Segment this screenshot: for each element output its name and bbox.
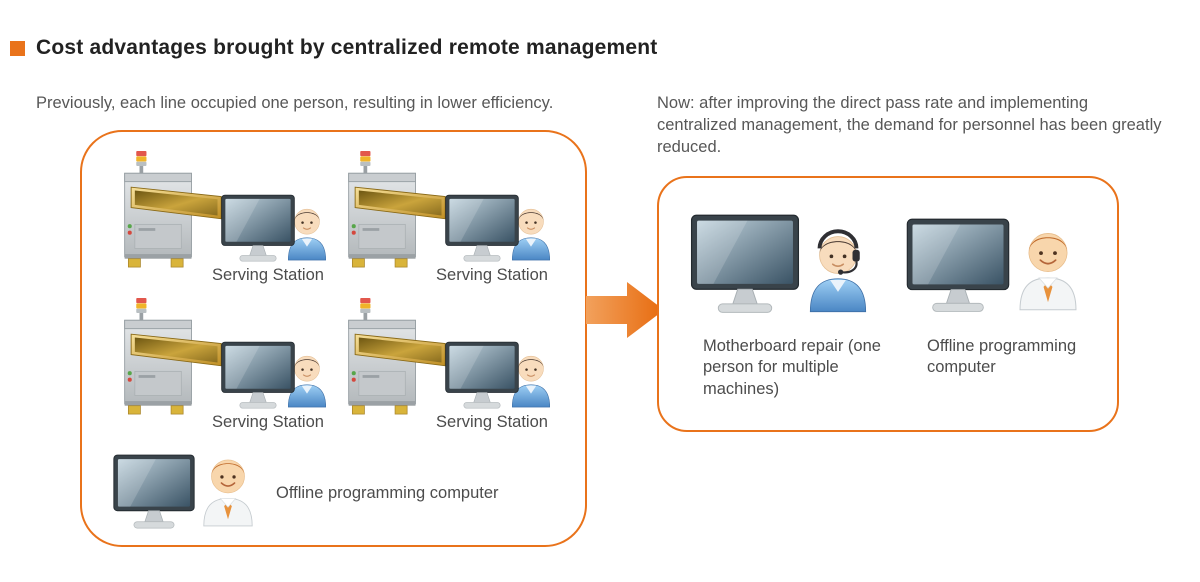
aoi-machine-icon xyxy=(120,297,224,416)
title-bullet-square-icon xyxy=(10,41,25,56)
aoi-machine-icon xyxy=(344,297,448,416)
station-group-3: Serving Station xyxy=(120,297,365,442)
monitor-icon xyxy=(689,214,801,316)
station-label: Serving Station xyxy=(212,413,324,431)
monitor-icon xyxy=(905,218,1011,315)
monitor-icon xyxy=(112,454,196,531)
station-group-2: Serving Station xyxy=(344,150,589,295)
station-group-1: Serving Station xyxy=(120,150,365,295)
offline-programming-after-label: Offline programming computer xyxy=(927,337,1077,377)
aoi-machine-icon xyxy=(120,150,224,269)
before-description: Previously, each line occupied one perso… xyxy=(36,94,554,112)
page-title: Cost advantages brought by centralized r… xyxy=(36,36,658,59)
after-description: Now: after improving the direct pass rat… xyxy=(657,94,1162,157)
programmer-person-icon xyxy=(1011,222,1085,311)
aoi-machine-icon xyxy=(344,150,448,269)
motherboard-repair-group xyxy=(689,214,909,324)
station-label: Serving Station xyxy=(212,266,324,284)
motherboard-repair-label: Motherboard repair (one person for multi… xyxy=(703,337,881,398)
programmer-person-icon xyxy=(196,450,260,527)
station-group-4: Serving Station xyxy=(344,297,589,442)
after-panel: Motherboard repair (one person for multi… xyxy=(657,176,1119,432)
offline-programming-after-group xyxy=(905,218,1115,324)
station-label: Serving Station xyxy=(436,413,548,431)
headset-operator-icon xyxy=(801,226,875,313)
monitor-icon xyxy=(444,194,520,264)
monitor-icon xyxy=(444,341,520,411)
offline-computer-label: Offline programming computer xyxy=(276,484,499,502)
before-panel: Serving Station Serving Station Serving … xyxy=(80,130,587,547)
monitor-icon xyxy=(220,341,296,411)
page-header: Cost advantages brought by centralized r… xyxy=(10,36,658,60)
monitor-icon xyxy=(220,194,296,264)
right-arrow-icon xyxy=(586,282,664,338)
station-label: Serving Station xyxy=(436,266,548,284)
